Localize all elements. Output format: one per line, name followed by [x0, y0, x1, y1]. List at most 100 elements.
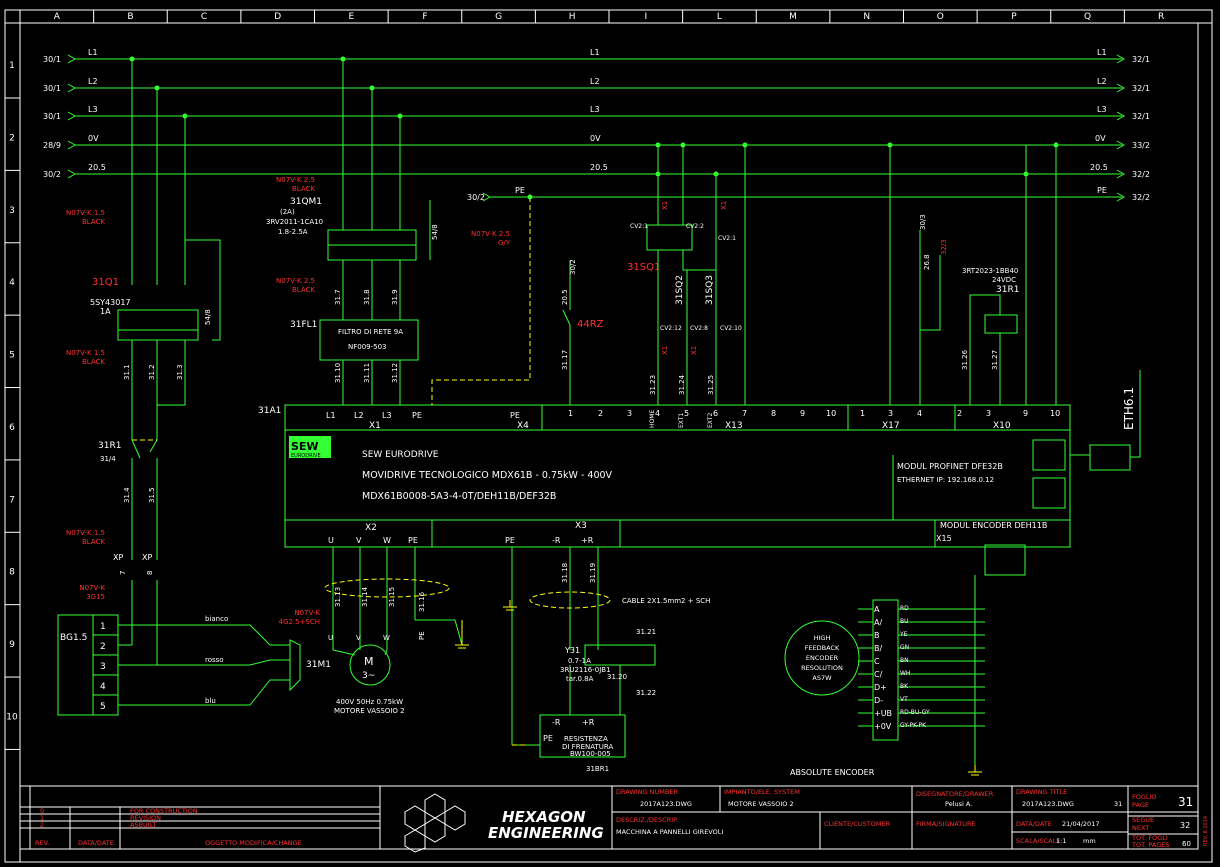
encoder-pin: C: [874, 657, 880, 666]
encoder-pin: B/: [874, 644, 882, 653]
grid-column-label: H: [569, 12, 576, 22]
x13-pin: 10: [826, 409, 836, 418]
wire-number: 31.20: [607, 673, 627, 681]
pe-label: PE: [515, 186, 525, 195]
grid-row-label: 2: [9, 133, 15, 143]
title-block: [19, 785, 1199, 850]
grid-column-label: E: [348, 12, 354, 22]
res-tag: 31BR1: [586, 765, 609, 773]
tb-label: DRAWING NUMBER: [616, 788, 678, 796]
relay-ref: 30/3: [919, 214, 927, 230]
cable-labels: N07V-K 1.5 BLACK N07V-K 2.5 BLACK N07V-K…: [66, 176, 511, 626]
x3-pin: -R: [552, 536, 561, 545]
tb-label: TOT. PAGES: [1131, 841, 1170, 849]
grid-column-label: I: [644, 12, 647, 22]
x15-label: X15: [936, 534, 952, 543]
x17-pin: 1: [860, 409, 865, 418]
q1-tag: 31Q1: [92, 277, 119, 288]
encoder-wire-color: BN: [900, 657, 909, 664]
sq3-tag: 31SQ3: [705, 275, 715, 305]
drive-line2: MDX61B0008-5A3-4-0T/DEH11B/DEF32B: [362, 491, 556, 502]
x10-pin: 9: [1023, 409, 1028, 418]
sew-logo: SEW: [291, 440, 319, 453]
filter-line1: FILTRO DI RETE 9A: [338, 328, 403, 336]
tb-value: 2017A123.DWG: [1022, 800, 1074, 808]
bus-ref-in: 28/9: [43, 141, 61, 150]
cable-color: BLACK: [292, 286, 315, 294]
grid-column-label: G: [495, 12, 502, 22]
motor-spec: 400V 50Hz 0.75kW: [336, 698, 403, 706]
wire-numbers: 31.1 31.2 31.3 31.4 31.5 31.7 31.8 31.9 …: [123, 254, 999, 697]
x13-pin: 5: [684, 409, 689, 418]
encoder-pin: B: [874, 631, 880, 640]
wire-number: 31.8: [363, 289, 371, 305]
x2-pin: PE: [408, 536, 418, 545]
encoder-wire-color: BU: [900, 618, 909, 625]
wire-number: 31.10: [334, 363, 342, 383]
grid-row-label: 5: [9, 351, 15, 361]
next-number: 32: [1180, 821, 1190, 830]
bg-pin: 2: [100, 642, 106, 652]
hexagon-logo: [404, 793, 466, 853]
x17-label: X17: [882, 421, 900, 431]
tb-label: NEXT: [1132, 824, 1149, 832]
res-name: RESISTENZA: [564, 735, 608, 743]
bus-name: L1: [590, 48, 600, 57]
encoder-body: HIGH: [814, 634, 831, 642]
wire-number: 31.4: [123, 487, 131, 503]
profinet-title: MODUL PROFINET DFE32B: [897, 462, 1003, 471]
bus-name: 20.5: [1090, 163, 1108, 172]
x13-sub: HOME: [649, 410, 656, 428]
bus-name: L2: [88, 77, 98, 86]
bus-name: L1: [88, 48, 98, 57]
company-name: HEXAGON: [502, 808, 586, 826]
cable-color: G/Y: [498, 239, 511, 247]
tb-label: SCALA/SCALE: [1016, 837, 1060, 845]
tb-label: PAGE: [1132, 801, 1149, 809]
tb-label: DESCRIZ./DESCRIP.: [616, 816, 678, 824]
x1-pin: L3: [382, 411, 392, 420]
filter-tag: 31FL1: [290, 320, 317, 330]
cable-color: BLACK: [82, 358, 105, 366]
sq2-x: X1: [661, 346, 669, 355]
encoder-wire-color: RD: [900, 605, 909, 612]
sq1-terminal: CV2:1: [630, 223, 648, 230]
tb-label: CLIENTE/CUSTOMER: [824, 820, 891, 828]
wire-number: 31.21: [636, 628, 656, 636]
tb-value: Pelusi A.: [945, 800, 972, 808]
x3-pin: +R: [581, 536, 594, 545]
encoder-pin: D-: [874, 696, 883, 705]
grid-row-label: 8: [9, 568, 15, 578]
x13-pin: 2: [598, 409, 603, 418]
tb-value: 21/04/2017: [1062, 820, 1099, 828]
encoder-pin: +UB: [874, 709, 892, 718]
grid-column-label: D: [274, 12, 281, 22]
encoder-wire-color: BK: [900, 683, 909, 690]
x13-pin: 9: [800, 409, 805, 418]
rev-text: FOR CONSTRUCTION: [130, 807, 198, 815]
x10-pin: 3: [986, 409, 991, 418]
x13-pin: 7: [742, 409, 747, 418]
wire-number: 31.2: [148, 364, 156, 380]
wire-number: 31.24: [678, 374, 686, 395]
grid-column-label: L: [717, 12, 722, 22]
res-name: DI FRENATURA: [562, 743, 613, 751]
grid-row-label: 9: [9, 640, 15, 650]
encoder-wire-color: RD-BU-GY: [900, 709, 930, 716]
bus-arrows: [67, 54, 1126, 202]
bus-ref-out: 32/1: [1132, 84, 1150, 93]
y31-range: 0.7-1A: [568, 657, 591, 665]
encoder-module: MODUL ENCODER DEH11B: [940, 521, 1047, 530]
bus-name: L3: [88, 105, 98, 114]
bus-name: 0V: [590, 134, 601, 143]
x1-pin: L2: [354, 411, 364, 420]
xp-label: XP: [113, 553, 123, 562]
bg-pin: 3: [100, 662, 106, 672]
x10-pin: 2: [957, 409, 962, 418]
q1-aux: 54/8: [204, 309, 212, 325]
rev-header: REV.: [35, 839, 49, 847]
grid-row-label: 3: [9, 206, 15, 216]
encoder-wire-color: WH: [900, 670, 910, 677]
